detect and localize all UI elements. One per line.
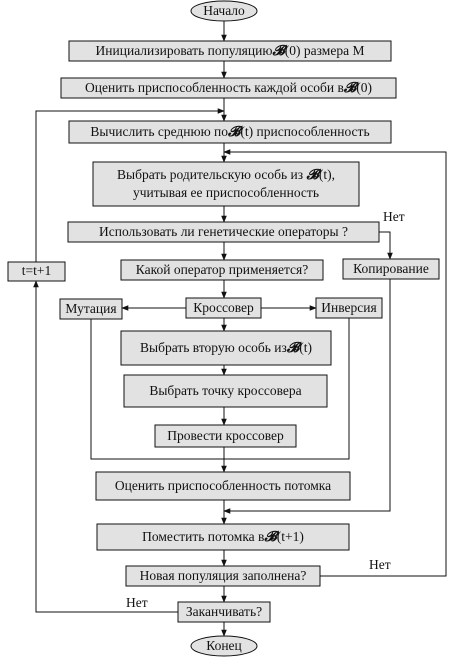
eval0-label-pre: Оценить приспособленность каждой особи в (85, 79, 344, 95)
crossover-step: Кроссовер (186, 298, 261, 318)
population-symbol: 𝓑 (286, 339, 300, 356)
arrow-finish-increment (33, 280, 178, 613)
arrow-inversion-merge (224, 318, 350, 460)
select-parent-line1: Выбрать родительскую особь из 𝓑(t), (117, 167, 335, 184)
init-box (68, 40, 392, 62)
arrow-useops-copy (379, 231, 393, 260)
do-crossover-step: Провести кроссовер (155, 425, 296, 447)
start-label: Начало (203, 2, 245, 18)
end-label: Конец (206, 637, 242, 653)
use-ops-label: Использовать ли генетические операторы ? (98, 223, 348, 239)
select-parent-line2: учитывая ее приспособленность (133, 184, 319, 200)
select-parent-step: Выбрать родительскую особь из 𝓑(t), учит… (93, 162, 359, 206)
edge-label-no-ops: Нет (383, 209, 405, 224)
avg-box (68, 120, 392, 144)
copy-step: Копирование (343, 259, 439, 279)
arrow-popfull-loop (223, 149, 447, 577)
which-op-decision: Какой оператор применяется? (121, 260, 323, 280)
finish-label: Заканчивать? (185, 603, 263, 619)
edge-label-no-finish: Нет (126, 595, 148, 610)
population-symbol: 𝓑 (343, 79, 357, 96)
select-parent-label-post: (t), (318, 167, 335, 183)
pop-full-label: Новая популяция заполнена? (139, 567, 307, 583)
avg-label-pre: Вычислить среднюю по (90, 123, 229, 139)
inversion-step: Инверсия (316, 298, 382, 318)
place-child-label-pre: Поместить потомка в (142, 528, 265, 544)
eval0-step: Оценить приспособленность каждой особи в… (61, 78, 396, 98)
arrow-increment-avg (35, 108, 225, 262)
select-second-label-post: (t) (299, 339, 312, 355)
eval-child-label: Оценить приспособленность потомка (114, 477, 332, 493)
select-second-step: Выбрать вторую особь из 𝓑(t) (121, 331, 331, 365)
edge-label-no-full: Нет (369, 557, 391, 572)
start-terminal: Начало (191, 1, 257, 21)
place-child-label-post: (t+1) (276, 528, 304, 544)
eval0-label-post: (0) (356, 79, 372, 95)
population-symbol: 𝓑 (306, 167, 319, 184)
avg-label-post: (t) приспособленность (240, 123, 370, 139)
increment-step: t=t+1 (8, 262, 65, 281)
population-symbol: 𝓑 (272, 42, 285, 59)
which-op-label: Какой оператор применяется? (135, 261, 309, 277)
flowchart-shapes (7, 0, 440, 657)
use-ops-decision: Использовать ли генетические операторы ? (68, 222, 379, 242)
do-crossover-label: Провести кроссовер (167, 427, 284, 443)
mutation-label: Мутация (65, 300, 117, 316)
select-second-box (120, 330, 332, 366)
select-parent-label-pre: Выбрать родительскую особь из (117, 167, 307, 183)
avg-step: Вычислить среднюю по 𝓑(t) приспособленно… (69, 121, 391, 143)
select-point-step: Выбрать точку кроссовера (124, 375, 327, 407)
init-label-pre: Инициализировать популяцию (95, 42, 273, 58)
population-symbol: 𝓑 (228, 123, 241, 140)
crossover-label: Кроссовер (193, 299, 254, 315)
arrow-mutation-merge (90, 319, 224, 460)
mutation-step: Мутация (60, 299, 122, 319)
init-label-post: (0) размера M (284, 42, 365, 58)
flowchart-connectors (33, 21, 447, 637)
select-point-box (123, 374, 328, 408)
place-child-box (96, 523, 350, 551)
select-point-label: Выбрать точку кроссовера (149, 382, 302, 398)
arrow-copy-place (223, 279, 391, 514)
end-terminal: Конец (191, 636, 257, 656)
inversion-label: Инверсия (321, 299, 377, 315)
copy-label: Копирование (353, 260, 429, 276)
select-second-label-pre: Выбрать вторую особь из (140, 339, 287, 355)
increment-label: t=t+1 (21, 263, 52, 279)
eval0-box (60, 77, 397, 99)
finish-decision: Заканчивать? (178, 602, 270, 622)
eval-child-box (95, 471, 351, 501)
pop-full-decision: Новая популяция заполнена? (126, 566, 320, 586)
population-symbol: 𝓑 (264, 528, 277, 545)
init-step: Инициализировать популяцию 𝓑(0) размера … (69, 41, 391, 61)
select-parent-box (92, 161, 360, 207)
eval-child-step: Оценить приспособленность потомка (96, 472, 350, 500)
